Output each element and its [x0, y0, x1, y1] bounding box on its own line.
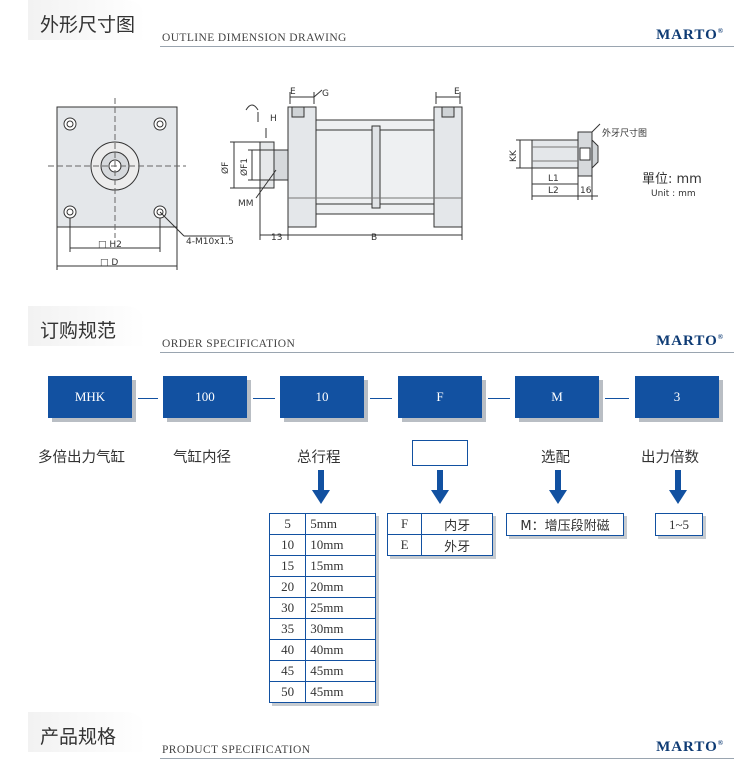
- section-divider: [160, 46, 734, 47]
- code-label-multiple: 出力倍数: [641, 450, 699, 466]
- table-value-cell: 10mm: [305, 534, 376, 556]
- section-tab: [28, 712, 146, 752]
- option-box: M：增压段附磁: [506, 513, 624, 536]
- code-box-thread: F: [398, 376, 482, 418]
- table-value-cell: 15mm: [305, 555, 376, 577]
- section-header-product: 产品规格 PRODUCT SPECIFICATION MARTO®: [0, 712, 750, 760]
- table-code-cell: 30: [268, 597, 307, 619]
- dim-f-label: ØF: [220, 162, 231, 174]
- code-box-option: M: [515, 376, 599, 418]
- code-label-bore: 气缸内径: [173, 450, 231, 466]
- table-code-cell: 20: [268, 576, 307, 598]
- code-connector: [253, 398, 275, 399]
- section-title-cn: 订购规范: [40, 320, 117, 342]
- code-label-stroke: 总行程: [297, 450, 341, 466]
- table-value-cell: 40mm: [305, 639, 376, 661]
- table-code-cell: 45: [268, 660, 307, 682]
- table-code-cell: 5: [268, 513, 307, 535]
- dim-g-label: G: [322, 89, 329, 99]
- section-title-en: OUTLINE DIMENSION DRAWING: [162, 32, 347, 44]
- section-title-cn: 产品规格: [40, 726, 117, 748]
- brand-logo: MARTO®: [656, 27, 724, 43]
- unit-cn-label: 單位: mm: [642, 172, 702, 187]
- code-label-thread-blank: [412, 440, 468, 466]
- table-value-cell: 5mm: [305, 513, 376, 535]
- section-title-en: PRODUCT SPECIFICATION: [162, 744, 311, 756]
- section-header-order: 订购规范 ORDER SPECIFICATION MARTO®: [0, 306, 750, 354]
- thread-note-label: 外牙尺寸图: [602, 127, 647, 139]
- outline-drawing: □ H2 □ D 4-M10x1.5 H E G E ØF ØF1 MM 13 …: [48, 87, 702, 270]
- table-value-cell: 30mm: [305, 618, 376, 640]
- code-connector: [370, 398, 392, 399]
- dim-16-label: 16: [580, 186, 592, 196]
- code-connector: [138, 398, 158, 399]
- code-connector: [605, 398, 629, 399]
- dim-h2-label: □ H2: [98, 240, 122, 250]
- dim-l1-label: L1: [548, 174, 559, 184]
- code-box-bore: 100: [163, 376, 247, 418]
- code-box-multiple: 3: [635, 376, 719, 418]
- dim-d-label: □ D: [100, 258, 118, 268]
- code-box-stroke: 10: [280, 376, 364, 418]
- dim-e1-label: E: [290, 87, 296, 97]
- section-title-en: ORDER SPECIFICATION: [162, 338, 296, 350]
- table-value-cell: 外牙: [421, 534, 493, 556]
- brand-logo: MARTO®: [656, 333, 724, 349]
- brand-logo: MARTO®: [656, 739, 724, 755]
- section-divider: [160, 758, 734, 759]
- dim-mm-label: MM: [238, 199, 254, 209]
- table-code-cell: 15: [268, 555, 307, 577]
- dim-kk-label: KK: [509, 149, 519, 162]
- code-connector: [488, 398, 510, 399]
- dim-f1-label: ØF1: [239, 158, 250, 176]
- dim-b-label: B: [371, 233, 377, 243]
- section-tab: [28, 0, 146, 40]
- dim-l2-label: L2: [548, 186, 559, 196]
- code-label-option: 选配: [541, 450, 570, 466]
- dim-13-label: 13: [271, 233, 282, 243]
- unit-en-label: Unit : mm: [651, 189, 696, 199]
- table-code-cell: E: [386, 534, 423, 556]
- table-value-cell: 内牙: [421, 513, 493, 535]
- dim-h-label: H: [270, 114, 277, 124]
- table-code-cell: F: [386, 513, 423, 535]
- table-value-cell: 45mm: [305, 660, 376, 682]
- table-code-cell: 10: [268, 534, 307, 556]
- code-box-model: MHK: [48, 376, 132, 418]
- code-label-model: 多倍出力气缸: [38, 450, 125, 466]
- table-code-cell: 35: [268, 618, 307, 640]
- section-header-outline: 外形尺寸图 OUTLINE DIMENSION DRAWING MARTO®: [0, 0, 750, 48]
- section-divider: [160, 352, 734, 353]
- table-value-cell: 20mm: [305, 576, 376, 598]
- dim-thread-label: 4-M10x1.5: [186, 237, 234, 247]
- section-tab: [28, 306, 146, 346]
- table-value-cell: 25mm: [305, 597, 376, 619]
- table-value-cell: 45mm: [305, 681, 376, 703]
- table-code-cell: 40: [268, 639, 307, 661]
- section-title-cn: 外形尺寸图: [40, 14, 136, 36]
- multiple-box: 1~5: [655, 513, 703, 536]
- dim-e2-label: E: [454, 87, 460, 97]
- table-code-cell: 50: [268, 681, 307, 703]
